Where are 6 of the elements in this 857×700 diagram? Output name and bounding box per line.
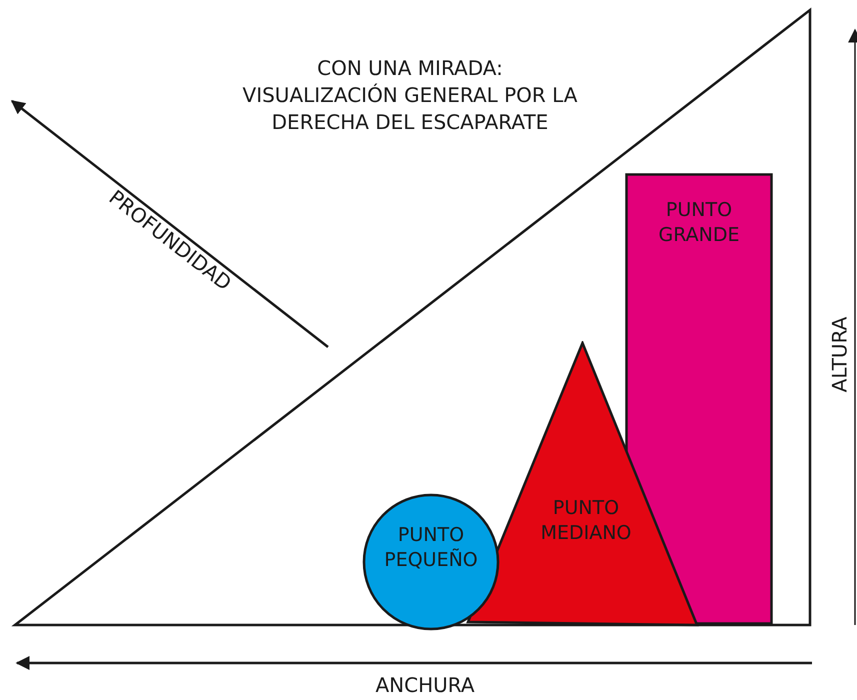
shape-label: PUNTO MEDIANO	[540, 496, 632, 546]
axis-label: ALTURA	[828, 316, 852, 394]
title: CON UNA MIRADA: VISUALIZACIÓN GENERAL POR LA DERECHA DEL ESCAPARATE	[242, 55, 578, 136]
shape-label: PUNTO GRANDE	[657, 198, 740, 248]
shape-label: PUNTO PEQUEÑO	[383, 523, 479, 573]
axis-label: ANCHURA	[374, 673, 476, 698]
